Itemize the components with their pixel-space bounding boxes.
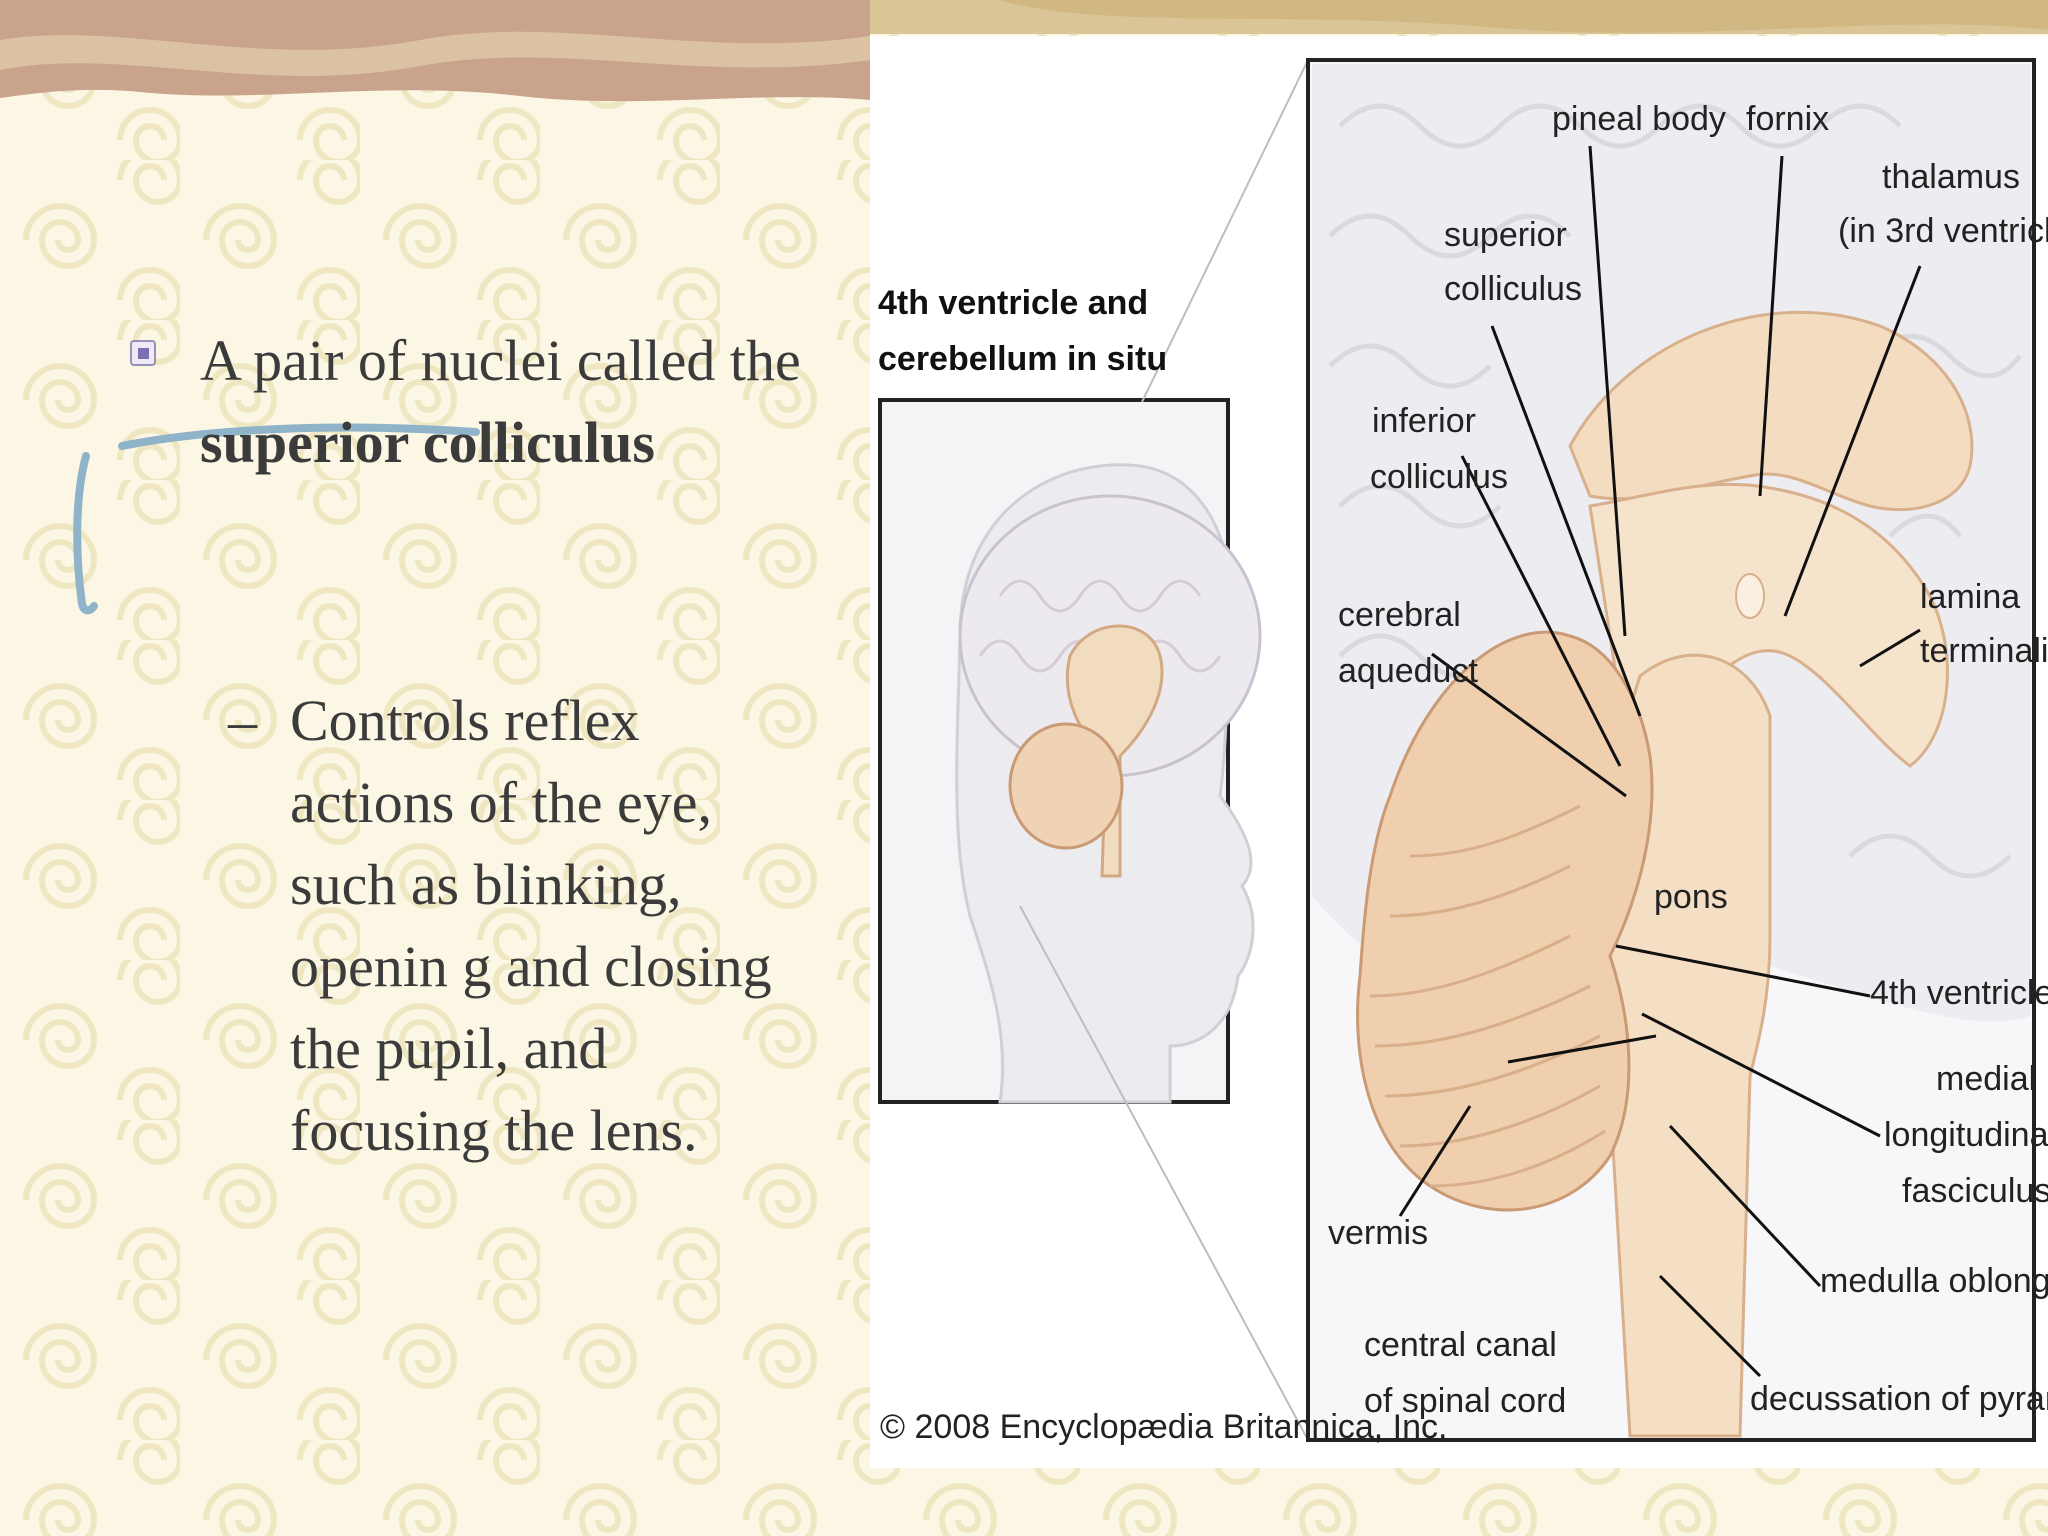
label-pineal-body: pineal body <box>1552 100 1726 138</box>
ink-underline <box>118 423 480 450</box>
bullet-superior-colliculus: A pair of nuclei called the superior col… <box>200 320 820 484</box>
label-decussation: decussation of pyramids <box>1750 1380 2048 1418</box>
label-central-canal-1: central canal <box>1364 1326 1557 1364</box>
inset-title-line1: 4th ventricle and <box>878 284 1148 322</box>
label-medulla-oblongata: medulla oblongata <box>1820 1262 2048 1300</box>
label-fornix: fornix <box>1746 100 1829 138</box>
label-central-canal-2: of spinal cord <box>1364 1382 1566 1420</box>
label-vermis: vermis <box>1328 1214 1428 1252</box>
label-thalamus-2: (in 3rd ventricle) <box>1838 212 2048 250</box>
sub-bullet-controls-reflex: Controls reflex actions of the eye, such… <box>290 688 772 1163</box>
label-mlf-3: fasciculus <box>1902 1172 2048 1210</box>
label-mlf-1: medial <box>1936 1060 2036 1098</box>
brain-diagram: 4th ventricle and cerebellum in situ pin… <box>870 36 2048 1468</box>
bullet1-text: A pair of nuclei called the <box>200 328 801 393</box>
inset-brainstem <box>1065 624 1164 878</box>
corpus-callosum <box>1568 310 1974 512</box>
ink-bracket <box>73 452 98 615</box>
label-thalamus-1: thalamus <box>1882 158 2020 196</box>
label-4th-ventricle: 4th ventricle <box>1870 974 2048 1012</box>
label-superior-colliculus-1: superior <box>1444 216 1567 254</box>
bullet1-bold-term: superior colliculus <box>200 410 655 475</box>
copyright: © 2008 Encyclopædia Britannica, Inc. <box>880 1408 1447 1446</box>
label-superior-colliculus-2: colliculus <box>1444 270 1582 308</box>
inset-cerebellum <box>1008 722 1124 850</box>
label-inferior-colliculus-1: inferior <box>1372 402 1476 440</box>
inset-title-line2: cerebellum in situ <box>878 340 1167 378</box>
brain-figure: 4th ventricle and cerebellum in situ pin… <box>870 36 2048 1468</box>
cerebellum <box>1356 630 1654 1212</box>
label-mlf-2: longitudinal <box>1884 1116 2048 1154</box>
label-lamina-terminalis-1: lamina <box>1920 578 2020 616</box>
label-cerebral-aqueduct-1: cerebral <box>1338 596 1461 634</box>
label-cerebral-aqueduct-2: aqueduct <box>1338 652 1478 690</box>
label-pons: pons <box>1654 878 1728 916</box>
bullet-square-icon <box>130 340 156 366</box>
label-inferior-colliculus-2: colliculus <box>1370 458 1508 496</box>
sub-bullet-dash: – <box>228 688 257 753</box>
label-lamina-terminalis-2: terminalis <box>1920 632 2048 670</box>
